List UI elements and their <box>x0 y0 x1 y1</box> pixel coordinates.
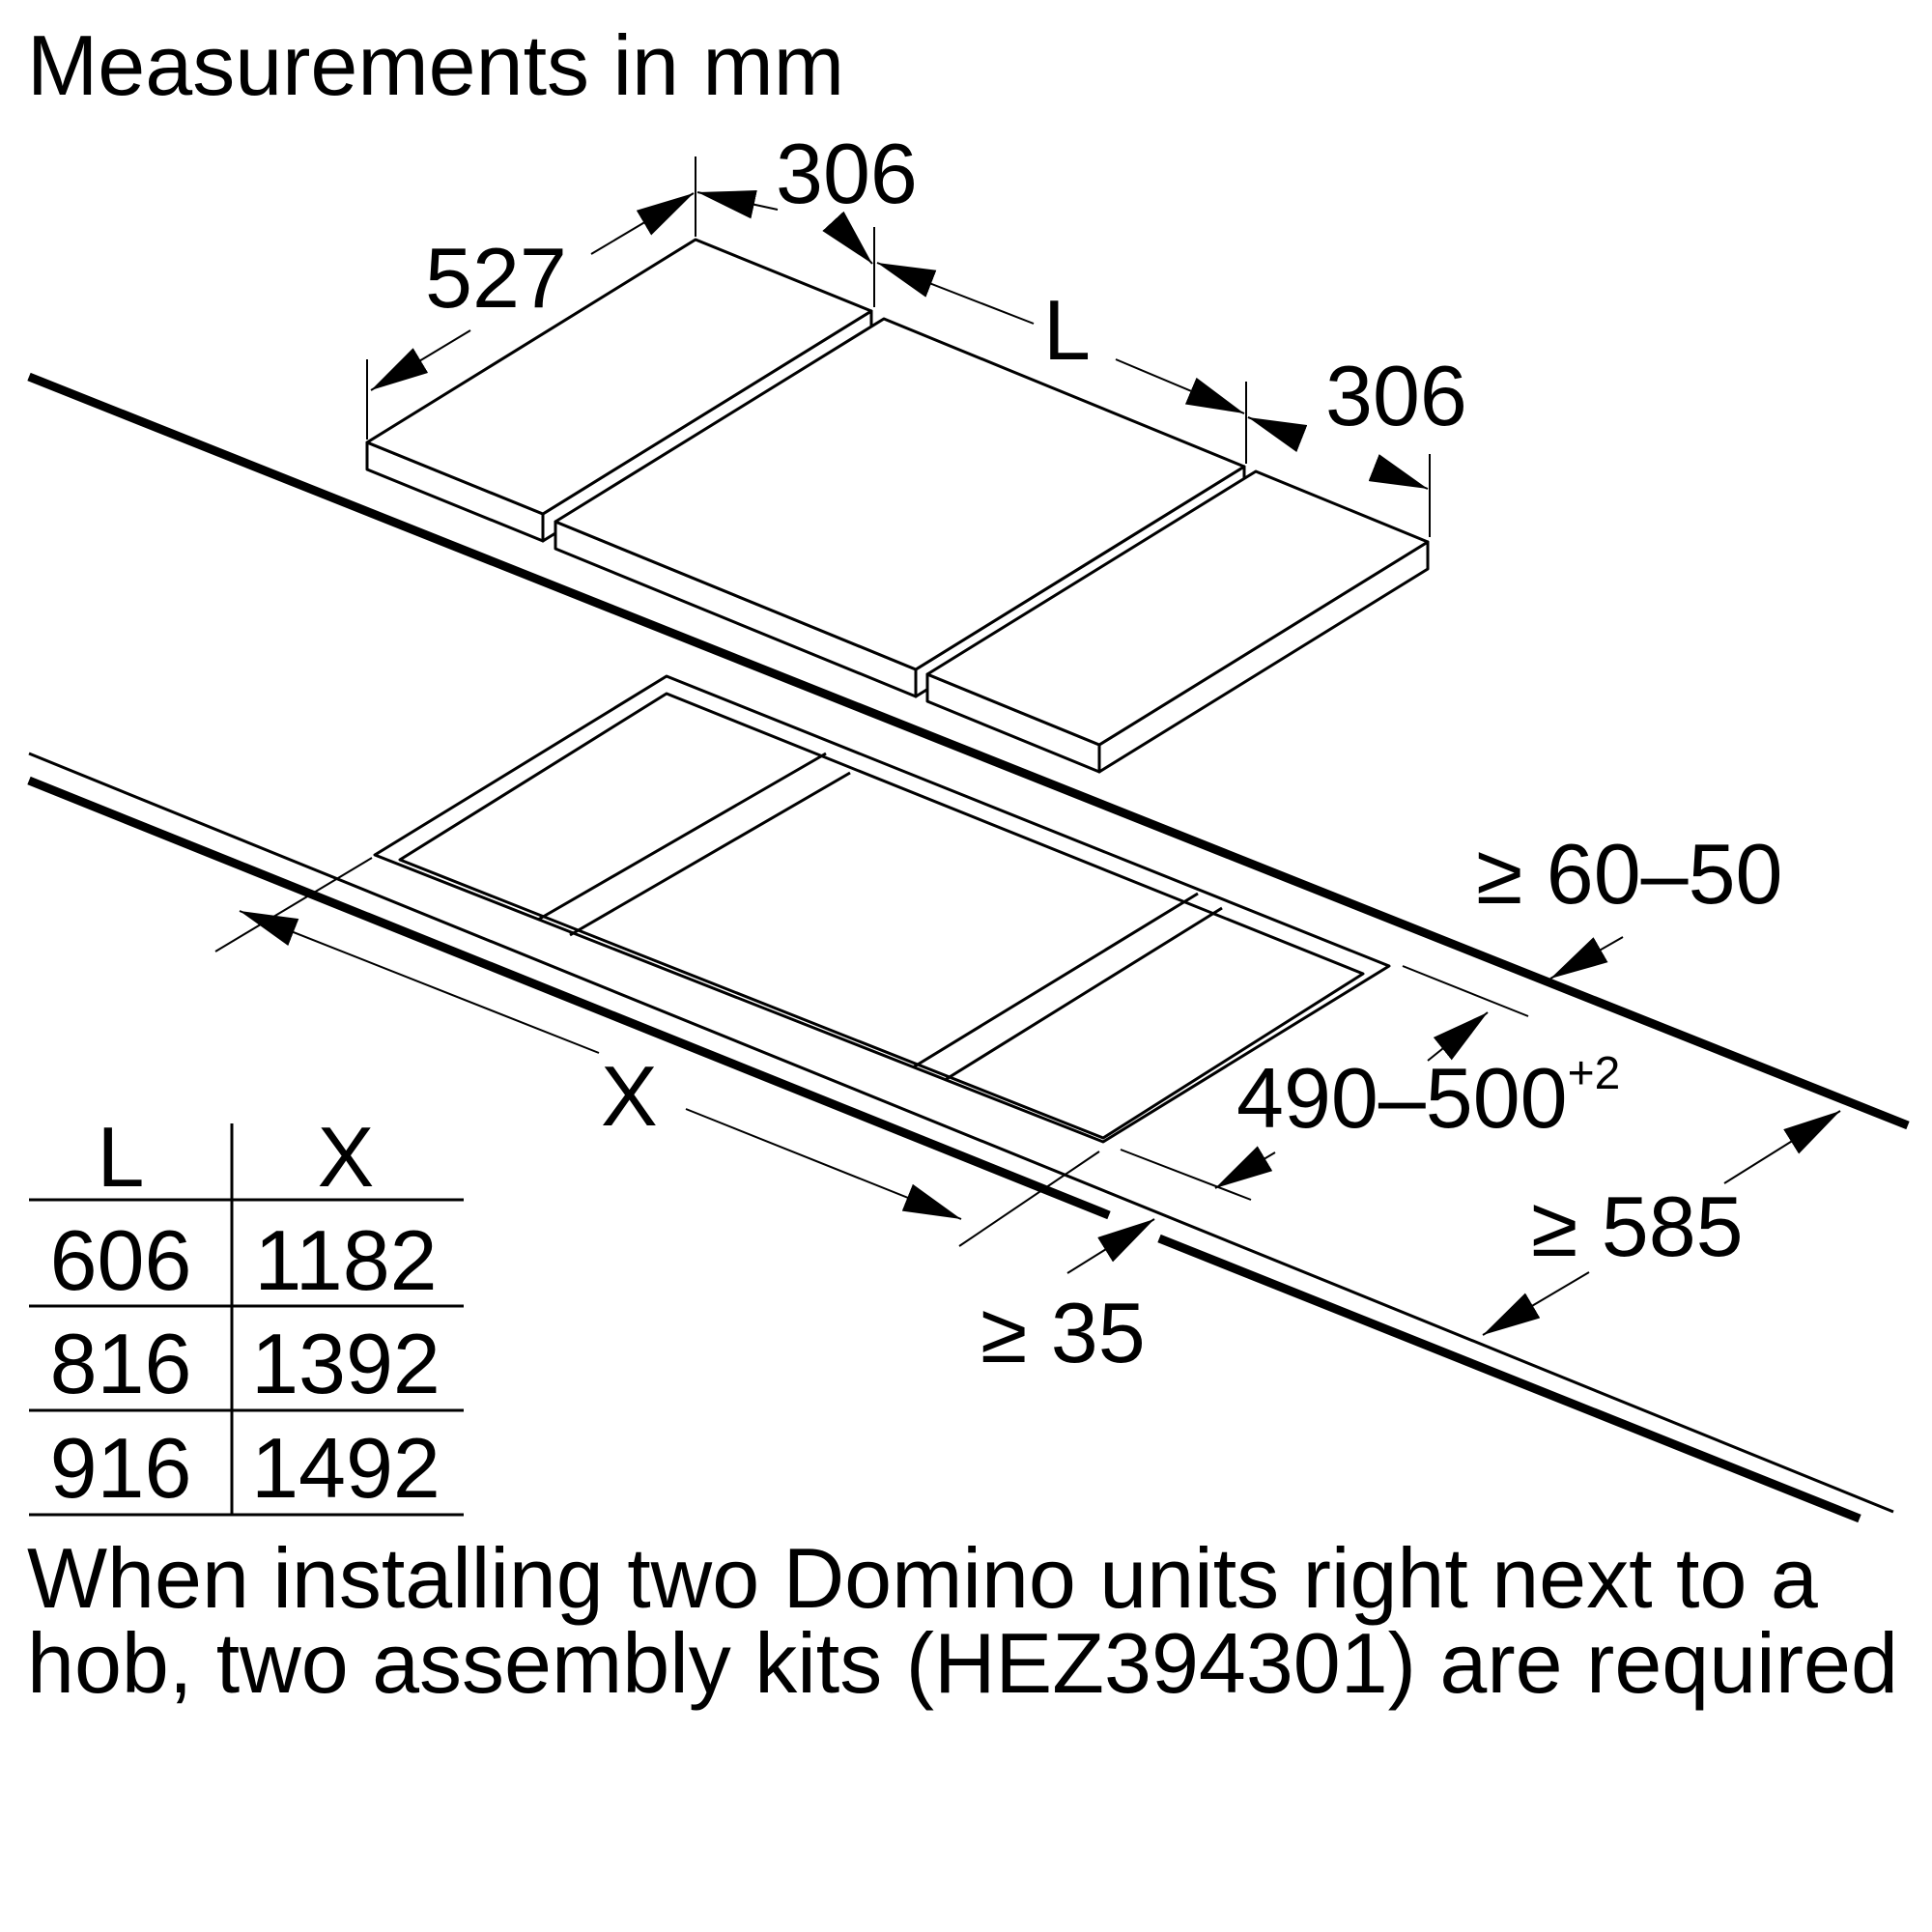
table-header-x: X <box>318 1109 375 1205</box>
table-header-l: L <box>98 1109 145 1205</box>
dim-worktop-depth-label: ≥ 585 <box>1531 1179 1744 1274</box>
dim-width-right-label: 306 <box>1325 348 1467 443</box>
table-cell-x: 1182 <box>254 1212 437 1308</box>
table-cell-l: 816 <box>50 1316 192 1411</box>
installation-note: When installing two Domino units right n… <box>27 1530 1898 1711</box>
table-cell-l: 916 <box>50 1420 192 1516</box>
dimension-lines <box>214 156 1841 1336</box>
domino-unit-right <box>925 469 1430 774</box>
dim-depth-label: 527 <box>425 230 567 326</box>
table-cell-x: 1492 <box>251 1420 440 1516</box>
dim-gap-back-label: ≥ 60–50 <box>1476 826 1782 922</box>
worktop-front-edge-thick-right <box>1157 1234 1861 1523</box>
size-table: L X 606 1182 816 1392 916 1492 <box>29 1109 464 1517</box>
worktop-front-edge-thick-left <box>27 776 1111 1220</box>
table-cell-x: 1392 <box>251 1316 440 1411</box>
dim-width-center-label: L <box>1043 282 1091 378</box>
worktop-front-edge-thin <box>28 752 1894 1514</box>
worktop-back-edge <box>27 372 1910 1130</box>
cutout-frame <box>373 674 1391 1144</box>
page-title: Measurements in mm <box>27 17 845 113</box>
dim-cutout-depth-value: 490–500 <box>1236 1050 1568 1146</box>
dim-cutout-depth-label: 490–500+2 <box>1236 1048 1620 1146</box>
dim-cutout-width-label: X <box>601 1048 658 1144</box>
dim-cutout-depth-tolerance: +2 <box>1568 1048 1621 1099</box>
dim-width-left-label: 306 <box>776 126 918 221</box>
dim-front-min-label: ≥ 35 <box>980 1285 1146 1380</box>
table-cell-l: 606 <box>50 1212 192 1308</box>
